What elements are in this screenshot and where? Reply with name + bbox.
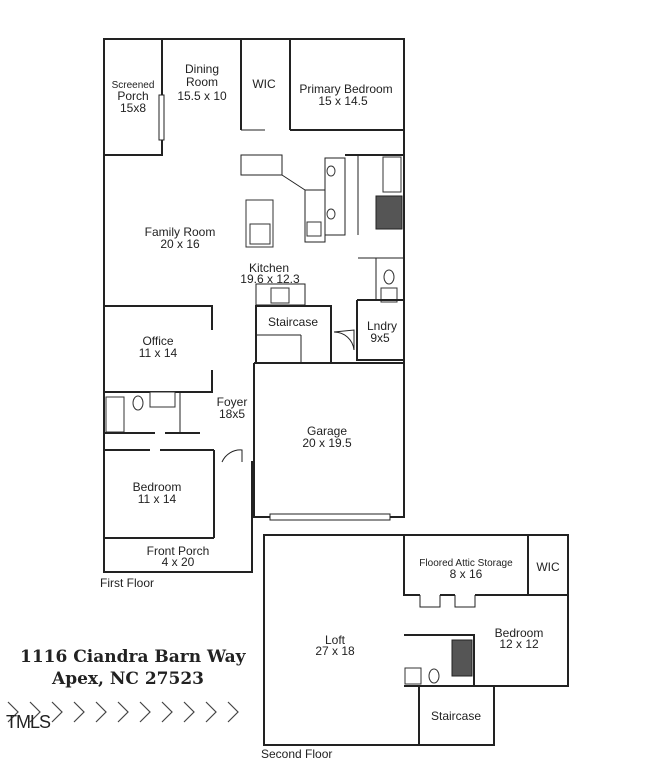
first-floor-plan (103, 38, 405, 573)
kitchen-dims: 19.6 x 12.3 (240, 272, 300, 286)
wic-label: WIC (252, 77, 276, 91)
screened-porch-label-1: Screened (112, 80, 155, 91)
screened-porch-dims: 15x8 (120, 101, 146, 115)
laundry-door-swing (333, 329, 355, 351)
attic-door-right (454, 595, 476, 608)
bath-2-shower-icon (451, 639, 473, 677)
foyer-dims: 18x5 (219, 407, 245, 421)
screened-porch-label-2: Porch (117, 89, 148, 103)
sink-2-icon (326, 208, 336, 220)
kitchen-counter-diag (281, 174, 306, 191)
hall-vanity (149, 391, 176, 408)
family-room-dims: 20 x 16 (160, 237, 200, 251)
dining-room-label-2: Room (186, 75, 218, 89)
loft-label: Loft (325, 633, 346, 647)
staircase-label: Staircase (268, 315, 318, 329)
half-bath-sink-icon (380, 287, 398, 303)
chevron-row-icon (7, 701, 239, 723)
fridge-icon (270, 287, 290, 304)
first-floor-labels: Screened Porch 15x8 Dining Room 15.5 x 1… (112, 62, 397, 569)
front-porch-dims: 4 x 20 (162, 555, 195, 569)
primary-bedroom-label: Primary Bedroom (299, 82, 392, 96)
garage-label: Garage (307, 424, 347, 438)
bedroom-2-dims: 12 x 12 (499, 637, 539, 651)
toilet-icon (383, 269, 395, 285)
dining-room-label-1: Dining (185, 62, 219, 76)
kitchen-counter-north (240, 154, 283, 176)
office-south-wall (104, 370, 213, 393)
hall-toilet-icon (132, 395, 144, 411)
address-line-2: Apex, NC 27523 (52, 669, 204, 689)
kitchen-counter-east (304, 189, 326, 243)
attic-storage-label: Floored Attic Storage (419, 558, 513, 569)
address-line-1: 1116 Ciandra Barn Way (20, 647, 246, 667)
foyer-label: Foyer (217, 395, 248, 409)
screened-porch-wall (104, 39, 163, 156)
laundry-label: Lndry (367, 319, 397, 333)
primary-bedroom-dims: 15 x 14.5 (318, 94, 368, 108)
dining-room-dims: 15.5 x 10 (177, 89, 227, 103)
second-floor-plan (263, 534, 569, 746)
loft-dims: 27 x 18 (315, 644, 355, 658)
bath-2-sink-icon (404, 667, 422, 685)
island-sink-icon (249, 223, 271, 245)
sink-1-icon (326, 165, 336, 177)
family-room-label: Family Room (145, 225, 216, 239)
attic-storage-dims: 8 x 16 (450, 567, 483, 581)
bedroom-dims: 11 x 14 (138, 492, 177, 506)
bedroom-label: Bedroom (133, 480, 182, 494)
office-dims: 11 x 14 (139, 346, 178, 360)
staircase-2-label: Staircase (431, 709, 481, 723)
second-floor-labels: Floored Attic Storage 8 x 16 WIC Loft 27… (315, 558, 560, 723)
laundry-walls (356, 299, 404, 361)
front-porch-label: Front Porch (147, 544, 210, 558)
garage-dims: 20 x 19.5 (302, 436, 352, 450)
second-floor-label: Second Floor (261, 747, 333, 761)
wic-2-label: WIC (536, 560, 560, 574)
attic-door-left (419, 595, 441, 608)
office-label: Office (142, 334, 173, 348)
shower-icon (375, 195, 403, 230)
mls-logo: TMLS (6, 712, 51, 732)
bath-2-toilet-icon (428, 668, 440, 684)
staircase-2-walls (418, 685, 494, 745)
office-north-wall (104, 305, 213, 330)
laundry-dims: 9x5 (370, 331, 390, 345)
bedroom-2-label: Bedroom (495, 626, 544, 640)
hall-bathtub-icon (105, 396, 125, 433)
first-floor-label: First Floor (100, 576, 154, 590)
bathtub-icon (382, 156, 402, 193)
porch-door (158, 94, 165, 141)
garage-door (269, 513, 391, 521)
stove-icon (306, 221, 322, 237)
front-door-swing (221, 449, 243, 463)
kitchen-label: Kitchen (249, 261, 289, 275)
